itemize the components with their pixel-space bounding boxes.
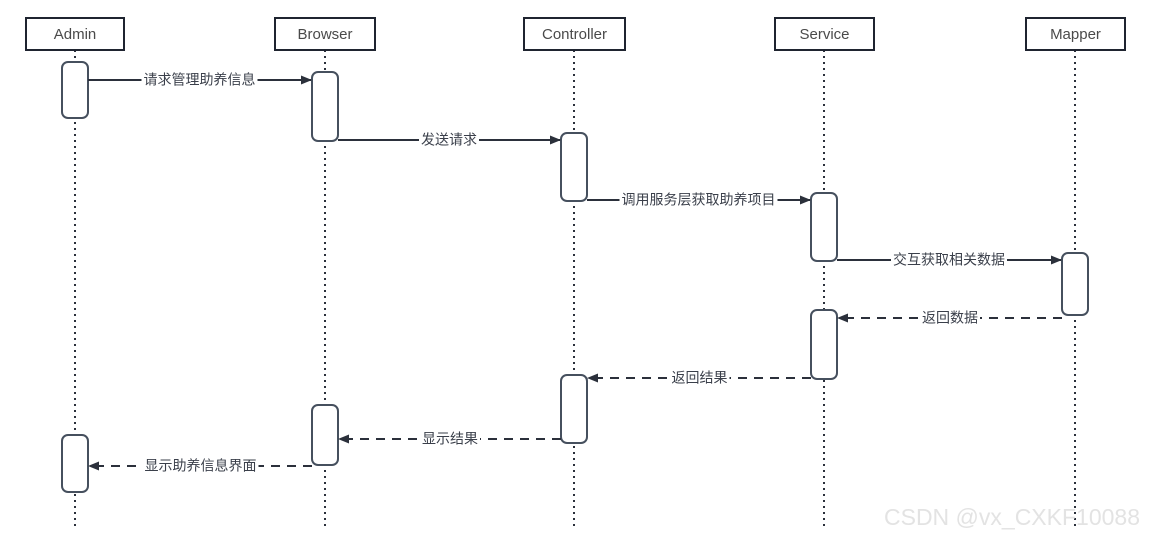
csdn-watermark: CSDN @vx_CXKF10088 [884, 504, 1140, 530]
message-7: 显示结果 [338, 430, 561, 448]
message-label-4: 交互获取相关数据 [893, 252, 1005, 268]
activation-bar-service [810, 192, 838, 262]
participant-box-mapper [1025, 17, 1126, 51]
message-2: 发送请求 [338, 131, 561, 149]
participant-service[interactable]: Service [774, 17, 875, 51]
message-label-8: 显示助养信息界面 [145, 458, 257, 474]
participant-mapper[interactable]: Mapper [1025, 17, 1126, 51]
activation-bar-mapper [1061, 252, 1089, 316]
participant-label-browser: Browser [297, 26, 352, 43]
message-label-1: 请求管理助养信息 [144, 72, 256, 88]
message-5: 返回数据 [837, 309, 1062, 327]
participant-controller[interactable]: Controller [523, 17, 626, 51]
activation-bar-admin [61, 434, 89, 493]
message-4: 交互获取相关数据 [837, 251, 1062, 269]
participant-browser[interactable]: Browser [274, 17, 376, 51]
participant-label-controller: Controller [542, 26, 607, 43]
message-label-backing-1 [141, 71, 258, 89]
message-8: 显示助养信息界面 [88, 457, 312, 475]
message-6: 返回结果 [587, 369, 811, 387]
activation-bar-controller [560, 374, 588, 444]
message-1: 请求管理助养信息 [88, 71, 312, 89]
message-3: 调用服务层获取助养项目 [587, 191, 811, 209]
lifelines-layer [74, 50, 1076, 528]
message-label-backing-8 [142, 457, 259, 475]
message-label-backing-4 [891, 251, 1007, 269]
participant-box-admin [25, 17, 125, 51]
activation-bar-service [810, 309, 838, 380]
activations-layer [61, 61, 1089, 493]
message-label-3: 调用服务层获取助养项目 [622, 192, 776, 208]
participant-admin[interactable]: Admin [25, 17, 125, 51]
participant-label-mapper: Mapper [1050, 26, 1101, 43]
message-label-backing-2 [419, 131, 479, 149]
participant-box-controller [523, 17, 626, 51]
activation-bar-admin [61, 61, 89, 119]
activation-bar-controller [560, 132, 588, 202]
participant-label-service: Service [799, 26, 849, 43]
message-label-7: 显示结果 [422, 431, 478, 447]
message-label-5: 返回数据 [922, 310, 978, 326]
messages-layer: 请求管理助养信息发送请求调用服务层获取助养项目交互获取相关数据返回数据返回结果显… [88, 71, 1062, 475]
message-label-2: 发送请求 [421, 132, 477, 148]
participant-box-browser [274, 17, 376, 51]
participant-box-service [774, 17, 875, 51]
message-label-backing-3 [619, 191, 778, 209]
message-label-backing-6 [669, 369, 730, 387]
activation-bar-browser [311, 404, 339, 466]
participant-label-admin: Admin [54, 26, 97, 43]
message-label-6: 返回结果 [672, 370, 728, 386]
message-label-backing-5 [920, 309, 980, 327]
activation-bar-browser [311, 71, 339, 142]
message-label-backing-7 [420, 430, 480, 448]
participants-layer: Admin Browser Controller Service Mapper [25, 17, 1126, 51]
